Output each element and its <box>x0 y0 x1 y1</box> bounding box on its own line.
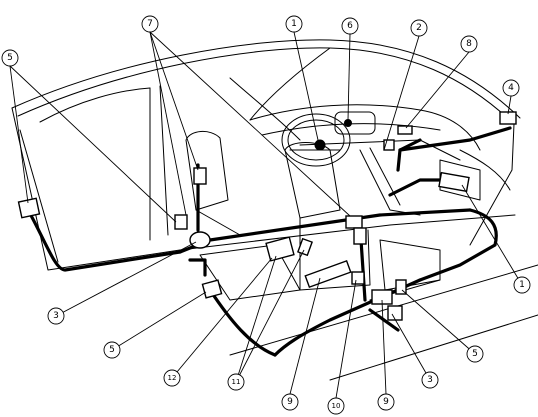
steering-airbag <box>314 139 326 151</box>
svg-text:1: 1 <box>519 280 525 290</box>
callout-2: 2 <box>410 19 428 37</box>
svg-text:9: 9 <box>287 397 293 407</box>
callouts: 1 6 2 8 7 5 4 1 <box>1 15 531 415</box>
svg-text:9: 9 <box>383 397 389 407</box>
callout-10: 10 <box>327 397 345 415</box>
svg-text:5: 5 <box>7 53 13 63</box>
callout-7: 7 <box>141 15 159 33</box>
callout-3-left: 3 <box>47 307 65 325</box>
left-side-sensor <box>174 214 188 230</box>
centre-connector <box>345 215 363 229</box>
callout-11: 11 <box>227 373 245 391</box>
floor-sensor <box>304 259 352 289</box>
console-sensor <box>351 271 365 285</box>
svg-text:3: 3 <box>53 311 59 321</box>
svg-text:1: 1 <box>291 19 297 29</box>
callout-9-left: 9 <box>281 393 299 411</box>
callout-12: 12 <box>163 369 181 387</box>
svg-text:5: 5 <box>109 345 115 355</box>
dash-unit <box>383 139 395 151</box>
lower-left-component <box>201 279 223 299</box>
callout-1-top: 1 <box>285 15 303 33</box>
b-pillar-component <box>193 167 207 185</box>
callout-9-right: 9 <box>377 393 395 411</box>
svg-text:6: 6 <box>347 21 353 31</box>
right-seat-sensor <box>395 279 407 295</box>
components <box>17 111 517 321</box>
svg-text:7: 7 <box>147 19 153 29</box>
callout-5-lowleft: 5 <box>103 341 121 359</box>
callout-8: 8 <box>460 35 478 53</box>
left-harness-connector <box>189 231 211 249</box>
callout-1-right: 1 <box>513 276 531 294</box>
rear-side-component <box>17 197 41 219</box>
callout-5-left: 5 <box>1 49 19 67</box>
svg-text:4: 4 <box>508 83 514 93</box>
callout-6: 6 <box>341 17 359 35</box>
callout-3-right: 3 <box>421 371 439 389</box>
svg-text:5: 5 <box>472 349 478 359</box>
svg-text:2: 2 <box>416 23 422 33</box>
svg-text:8: 8 <box>466 39 472 49</box>
cluster-indicator <box>344 119 352 127</box>
centre-module <box>353 227 367 245</box>
callout-5-right: 5 <box>466 345 484 363</box>
seat-sensor-a <box>265 236 295 262</box>
svg-text:3: 3 <box>427 375 433 385</box>
callout-4: 4 <box>502 79 520 97</box>
dash-connector <box>397 125 413 135</box>
svg-text:11: 11 <box>232 378 241 386</box>
svg-text:10: 10 <box>332 402 341 410</box>
svg-text:12: 12 <box>168 374 177 382</box>
right-floor-sensor <box>387 305 403 321</box>
passenger-module <box>438 171 470 193</box>
leader-lines <box>9 31 523 399</box>
